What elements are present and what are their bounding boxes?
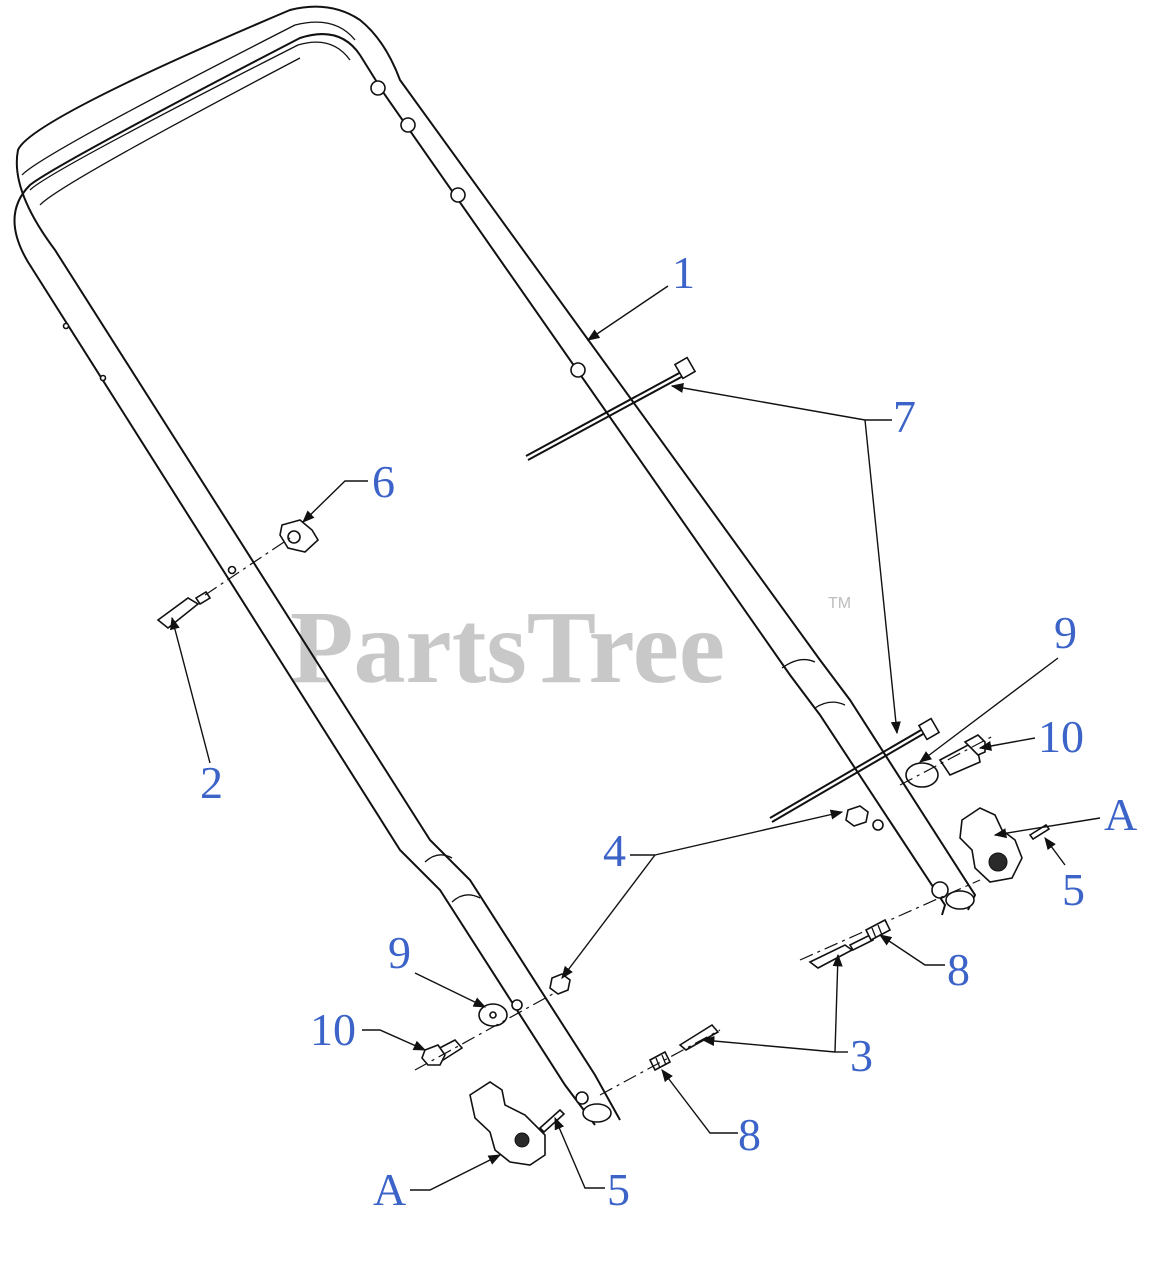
callout-8-right: 8 <box>947 944 970 995</box>
callout-10-right: 10 <box>1038 711 1084 762</box>
callout-a-bottom: A <box>373 1164 406 1215</box>
pin-part-2 <box>156 590 212 630</box>
left-hardware <box>414 973 721 1166</box>
cable-tie-upper <box>525 356 697 461</box>
callout-5-bottom: 5 <box>607 1164 630 1215</box>
callout-labels: 1 7 6 2 9 10 A 5 4 8 3 9 10 8 A 5 <box>200 247 1137 1215</box>
watermark-text: PartsTree <box>290 590 725 705</box>
callout-9-right: 9 <box>1054 607 1077 658</box>
watermark-tm: TM <box>828 595 851 612</box>
callout-5-right: 5 <box>1062 864 1085 915</box>
right-hardware <box>799 734 1051 969</box>
watermark: PartsTree TM <box>290 590 851 705</box>
callout-7: 7 <box>893 391 916 442</box>
callout-10-left: 10 <box>310 1004 356 1055</box>
cable-tie-lower <box>769 717 941 823</box>
callout-6: 6 <box>372 456 395 507</box>
callout-a-right: A <box>1104 789 1137 840</box>
upper-handle-frame <box>13 5 977 1126</box>
callout-9-left: 9 <box>388 927 411 978</box>
callout-2: 2 <box>200 757 223 808</box>
callout-4: 4 <box>603 825 626 876</box>
knob-part-6 <box>279 519 320 553</box>
callout-3: 3 <box>850 1030 873 1081</box>
leader-lines <box>169 285 1101 1191</box>
callout-8-bottom: 8 <box>738 1109 761 1160</box>
callout-1: 1 <box>672 247 695 298</box>
